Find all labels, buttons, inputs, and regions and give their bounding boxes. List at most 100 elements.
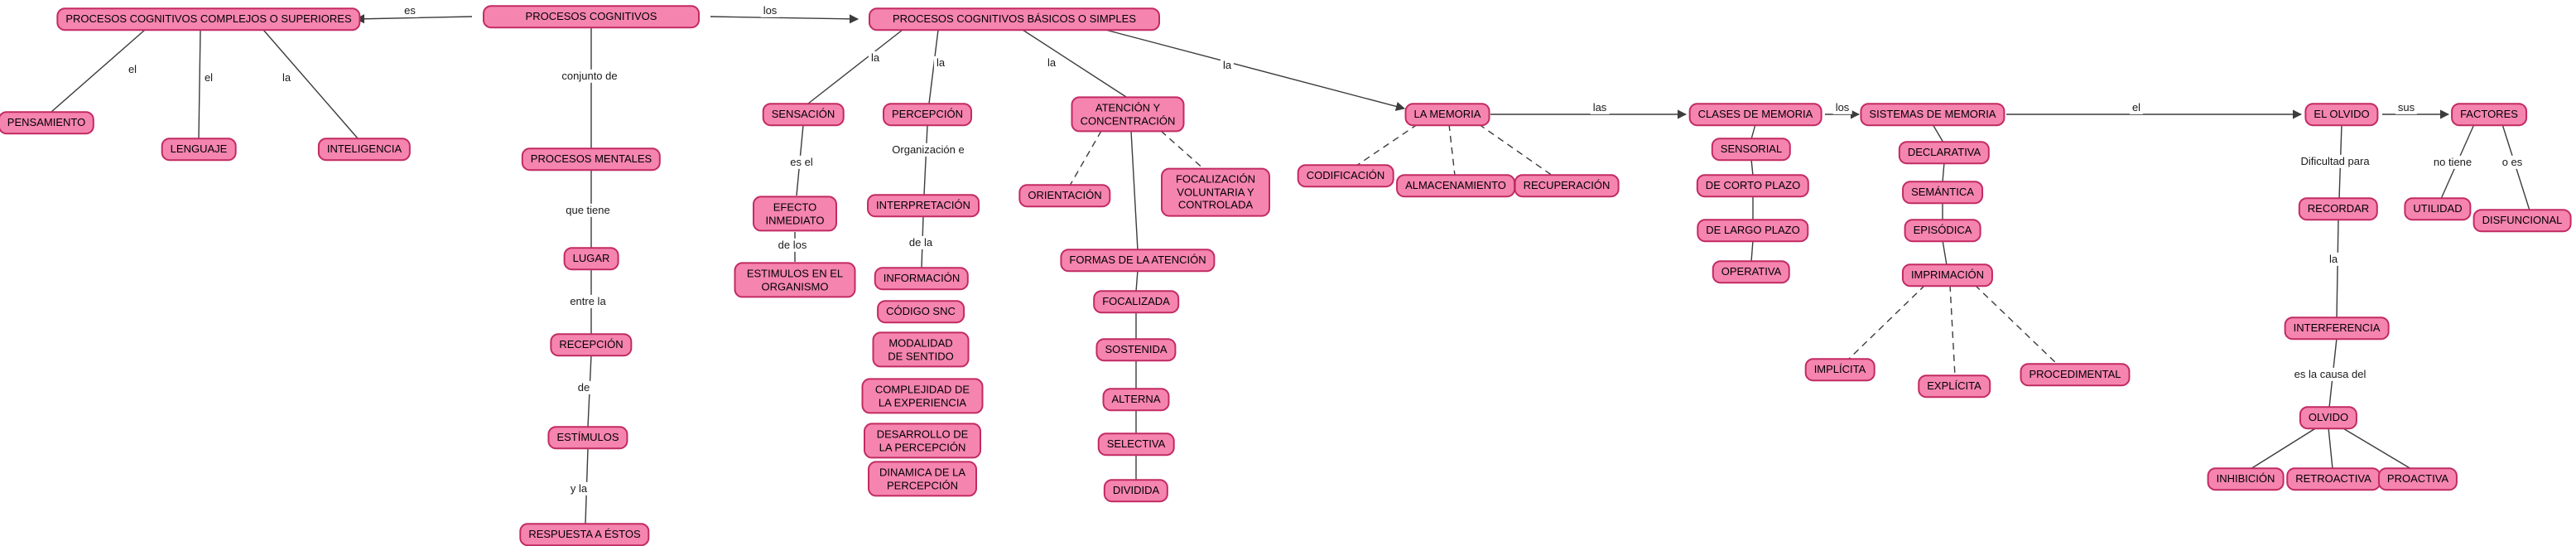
- concept-node-complejidad-de-la-experiencia[interactable]: COMPLEJIDAD DE LA EXPERIENCIA: [861, 378, 984, 414]
- concept-node-inhibicion[interactable]: INHIBICIÓN: [2207, 467, 2285, 490]
- linking-phrase[interactable]: los: [760, 3, 780, 18]
- linking-phrase[interactable]: el: [201, 70, 216, 85]
- linking-phrase[interactable]: los: [1832, 100, 1852, 115]
- concept-node-procesos-cognitivos[interactable]: PROCESOS COGNITIVOS: [483, 5, 700, 28]
- linking-phrase[interactable]: las: [1590, 100, 1610, 115]
- concept-node-informacion[interactable]: INFORMACIÓN: [874, 267, 970, 290]
- linking-phrase[interactable]: la: [279, 70, 294, 85]
- linking-phrase[interactable]: conjunto de: [559, 69, 620, 84]
- concept-node-lugar[interactable]: LUGAR: [563, 247, 619, 270]
- concept-node-declarativa[interactable]: DECLARATIVA: [1898, 141, 1991, 164]
- linking-phrase[interactable]: la: [1220, 58, 1235, 73]
- concept-node-recordar[interactable]: RECORDAR: [2298, 197, 2379, 220]
- concept-node-almacenamiento[interactable]: ALMACENAMIENTO: [1396, 174, 1515, 197]
- concept-node-recuperacion[interactable]: RECUPERACIÓN: [1514, 174, 1620, 197]
- concept-node-dinamica-de-la-percepcion[interactable]: DINAMICA DE LA PERCEPCIÓN: [868, 461, 977, 497]
- concept-node-procesos-cognitivos-complejos[interactable]: PROCESOS COGNITIVOS COMPLEJOS O SUPERIOR…: [56, 7, 361, 31]
- linking-phrase[interactable]: la: [1044, 56, 1059, 70]
- concept-node-efecto-inmediato[interactable]: EFECTO INMEDIATO: [753, 196, 837, 232]
- linking-phrase[interactable]: la: [868, 51, 883, 65]
- edge-line: [923, 124, 928, 196]
- concept-node-codificacion[interactable]: CODIFICACIÓN: [1297, 164, 1394, 187]
- edge-line: [1448, 123, 1456, 176]
- concept-node-respuesta-a-estos[interactable]: RESPUESTA A ÉSTOS: [519, 523, 650, 546]
- concept-node-inteligencia[interactable]: INTELIGENCIA: [317, 138, 412, 161]
- linking-phrase[interactable]: Dificultad para: [2298, 154, 2372, 169]
- concept-node-olvido[interactable]: OLVIDO: [2299, 406, 2358, 429]
- concept-node-disfuncional[interactable]: DISFUNCIONAL: [2472, 209, 2572, 232]
- edge-line: [1022, 29, 1127, 98]
- linking-phrase[interactable]: sus: [2395, 100, 2418, 115]
- concept-node-sensorial[interactable]: SENSORIAL: [1711, 138, 1792, 161]
- concept-node-episodica[interactable]: EPISÓDICA: [1904, 219, 1981, 242]
- edge-line: [1478, 123, 1553, 176]
- concept-node-pensamiento[interactable]: PENSAMIENTO: [0, 111, 95, 134]
- edge-line: [1135, 269, 1139, 292]
- edge-line: [1069, 130, 1102, 186]
- concept-node-interferencia[interactable]: INTERFERENCIA: [2284, 316, 2390, 340]
- edge-line: [2328, 427, 2333, 470]
- concept-node-retroactiva[interactable]: RETROACTIVA: [2286, 467, 2381, 490]
- concept-node-orientacion[interactable]: ORIENTACIÓN: [1018, 184, 1111, 207]
- concept-node-percepcion[interactable]: PERCEPCIÓN: [883, 103, 972, 126]
- edge-line: [1750, 123, 1756, 140]
- concept-node-alterna[interactable]: ALTERNA: [1102, 388, 1170, 411]
- linking-phrase[interactable]: de los: [775, 238, 810, 253]
- concept-node-procesos-cognitivos-basicos[interactable]: PROCESOS COGNITIVOS BÁSICOS O SIMPLES: [869, 7, 1160, 31]
- concept-node-proactiva[interactable]: PROACTIVA: [2377, 467, 2458, 490]
- concept-node-factores[interactable]: FACTORES: [2451, 103, 2527, 126]
- concept-node-estimulos-en-el-organismo[interactable]: ESTIMULOS EN EL ORGANISMO: [734, 262, 856, 298]
- linking-phrase[interactable]: entre la: [567, 294, 609, 309]
- concept-node-imprimacion[interactable]: IMPRIMACIÓN: [1901, 263, 1994, 287]
- edge-line: [710, 14, 859, 24]
- concept-node-operativa[interactable]: OPERATIVA: [1712, 260, 1791, 283]
- edge-line: [262, 29, 359, 139]
- concept-node-sensacion[interactable]: SENSACIÓN: [762, 103, 845, 126]
- concept-node-selectiva[interactable]: SELECTIVA: [1097, 432, 1175, 456]
- concept-node-utilidad[interactable]: UTILIDAD: [2404, 197, 2472, 220]
- concept-node-semantica[interactable]: SEMÁNTICA: [1902, 181, 1983, 204]
- concept-node-sostenida[interactable]: SOSTENIDA: [1095, 338, 1177, 361]
- concept-node-la-memoria[interactable]: LA MEMORIA: [1404, 103, 1490, 126]
- concept-node-desarrollo-de-la-percepcion[interactable]: DESARROLLO DE LA PERCEPCIÓN: [864, 423, 981, 459]
- concept-node-dividida[interactable]: DIVIDIDA: [1103, 479, 1169, 502]
- edge-line: [928, 29, 939, 104]
- concept-node-sistemas-de-memoria[interactable]: SISTEMAS DE MEMORIA: [1860, 103, 2005, 126]
- linking-phrase[interactable]: Organización e: [889, 143, 967, 157]
- concept-node-focalizacion-voluntaria[interactable]: FOCALIZACIÓN VOLUNTARIA Y CONTROLADA: [1161, 167, 1270, 217]
- edge-line: [1355, 123, 1418, 167]
- linking-phrase[interactable]: la: [2326, 252, 2341, 267]
- concept-node-el-olvido[interactable]: EL OLVIDO: [2304, 103, 2379, 126]
- concept-node-estimulos[interactable]: ESTÍMULOS: [547, 426, 628, 449]
- concept-node-procedimental[interactable]: PROCEDIMENTAL: [2020, 363, 2131, 386]
- concept-node-focalizada[interactable]: FOCALIZADA: [1093, 290, 1179, 313]
- linking-phrase[interactable]: es el: [787, 155, 816, 170]
- edge-line: [1974, 284, 2058, 365]
- linking-phrase[interactable]: no tiene: [2430, 155, 2475, 170]
- concept-node-explicita[interactable]: EXPLÍCITA: [1918, 374, 1991, 398]
- linking-phrase[interactable]: o es: [2499, 155, 2525, 170]
- concept-node-de-largo-plazo[interactable]: DE LARGO PLAZO: [1697, 219, 1809, 242]
- concept-node-codigo-snc[interactable]: CÓDIGO SNC: [877, 300, 965, 323]
- linking-phrase[interactable]: el: [125, 62, 140, 77]
- concept-node-de-corto-plazo[interactable]: DE CORTO PLAZO: [1696, 174, 1810, 197]
- linking-phrase[interactable]: es: [402, 3, 418, 18]
- linking-phrase[interactable]: y la: [567, 481, 590, 496]
- linking-phrase[interactable]: de la: [906, 235, 936, 250]
- concept-node-lenguaje[interactable]: LENGUAJE: [161, 138, 237, 161]
- linking-phrase[interactable]: que tiene: [563, 203, 613, 218]
- linking-phrase[interactable]: el: [2129, 100, 2144, 115]
- linking-phrase[interactable]: la: [933, 56, 948, 70]
- concept-node-modalidad-de-sentido[interactable]: MODALIDAD DE SENTIDO: [872, 331, 970, 368]
- concept-node-implicita[interactable]: IMPLÍCITA: [1804, 358, 1875, 381]
- edge-line: [51, 29, 146, 113]
- concept-node-recepcion[interactable]: RECEPCIÓN: [550, 333, 633, 356]
- linking-phrase[interactable]: es la causa del: [2291, 367, 2369, 382]
- concept-node-procesos-mentales[interactable]: PROCESOS MENTALES: [521, 147, 662, 171]
- concept-node-clases-de-memoria[interactable]: CLASES DE MEMORIA: [1688, 103, 1822, 126]
- concept-node-formas-de-la-atencion[interactable]: FORMAS DE LA ATENCIÓN: [1060, 249, 1216, 272]
- concept-node-interpretacion[interactable]: INTERPRETACIÓN: [867, 194, 980, 217]
- concept-node-atencion-y-concentracion[interactable]: ATENCIÓN Y CONCENTRACIÓN: [1071, 96, 1185, 133]
- linking-phrase[interactable]: de: [575, 380, 593, 395]
